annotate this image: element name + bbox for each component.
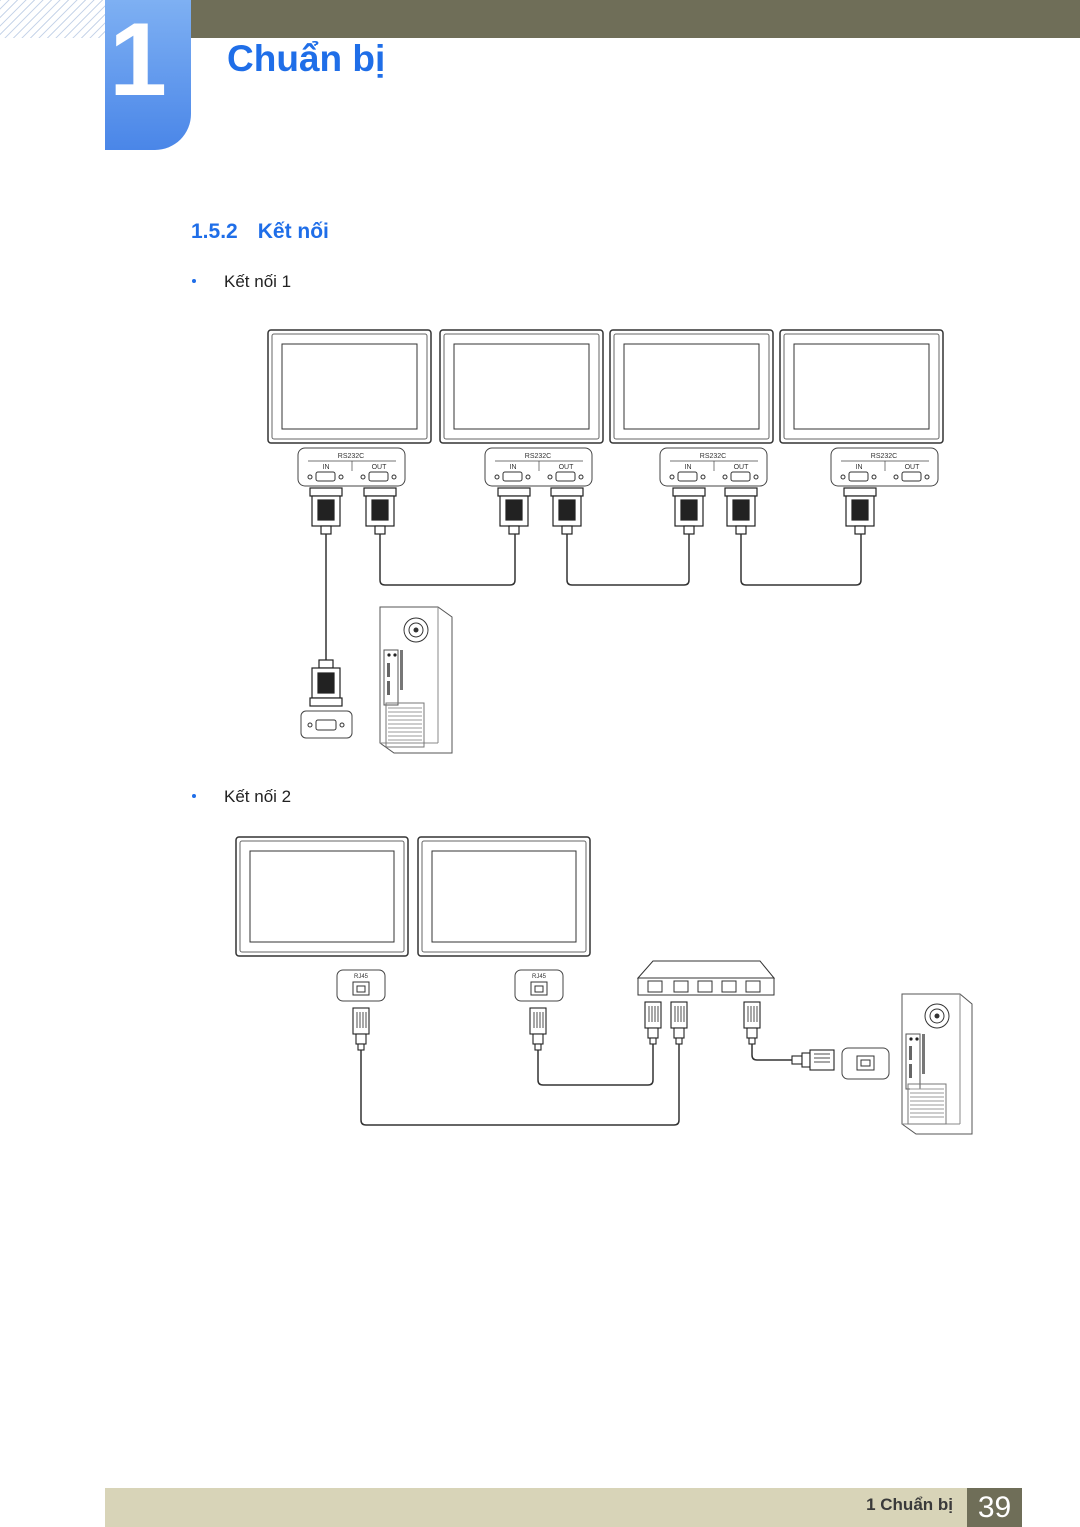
rs232c-label: RS232C <box>525 453 551 460</box>
footer-chapter: 1 Chuẩn bị <box>866 1495 953 1514</box>
rj45-port-panel-2: RJ45 <box>514 969 564 1002</box>
bullet-connection-1: Kết nối 1 <box>192 272 291 292</box>
out-label: OUT <box>905 464 921 471</box>
monitor-2 <box>417 836 591 957</box>
page-number: 39 <box>967 1488 1022 1527</box>
chapter-tab <box>105 0 191 150</box>
monitor-4 <box>779 329 944 444</box>
bullet-dot <box>192 278 196 283</box>
rs232c-port-panel-4: RS232C IN OUT <box>830 447 939 487</box>
rj45-connection-diagram: RJ45 RJ45 <box>235 836 973 1135</box>
rs232c-label: RS232C <box>700 453 726 460</box>
in-label: IN <box>856 464 863 471</box>
monitor-1 <box>235 836 409 957</box>
section-number: 1.5.2 <box>191 220 238 243</box>
pc-network-port <box>841 1047 890 1080</box>
in-label: IN <box>685 464 692 471</box>
connection-2-label: Kết nối 2 <box>224 787 292 806</box>
network-switch <box>636 960 776 996</box>
in-label: IN <box>323 464 330 471</box>
dsub-plugs <box>309 487 877 535</box>
rj45-cables <box>360 1044 792 1126</box>
connection-1-label: Kết nối 1 <box>224 272 292 291</box>
out-label: OUT <box>734 464 750 471</box>
pc-tower-2 <box>901 993 973 1135</box>
rs232c-label: RS232C <box>338 453 364 460</box>
rj45-plugs <box>352 1001 835 1071</box>
rs232c-cables <box>325 534 862 660</box>
rj45-label: RJ45 <box>354 974 369 980</box>
bullet-dot <box>192 793 196 798</box>
section-title: 1.5.2 Kết nối <box>191 220 329 244</box>
rs232c-label: RS232C <box>871 453 897 460</box>
out-label: OUT <box>372 464 388 471</box>
rs232c-port-panel-3: RS232C IN OUT <box>659 447 768 487</box>
footer-bar <box>105 1488 970 1527</box>
chapter-title: Chuẩn bị <box>227 38 386 79</box>
pc-serial-port <box>300 710 353 739</box>
rs232c-port-panel-1: RS232C IN OUT <box>297 447 406 487</box>
rs232c-connection-diagram: RS232C IN OUT RS232C IN OUT RS232C IN OU… <box>267 329 944 754</box>
header-decoration <box>0 0 105 38</box>
chapter-number: 1 <box>109 2 167 118</box>
rs232c-port-panel-2: RS232C IN OUT <box>484 447 593 487</box>
monitor-2 <box>439 329 604 444</box>
section-name: Kết nối <box>257 220 329 243</box>
bullet-connection-2: Kết nối 2 <box>192 787 291 807</box>
rj45-label: RJ45 <box>532 974 547 980</box>
monitor-1 <box>267 329 432 444</box>
rj45-port-panel-1: RJ45 <box>336 969 386 1002</box>
pc-tower-1 <box>379 606 453 754</box>
out-label: OUT <box>559 464 575 471</box>
pc-serial-plug <box>309 659 343 707</box>
header-bar <box>190 0 1080 38</box>
monitor-3 <box>609 329 774 444</box>
in-label: IN <box>510 464 517 471</box>
